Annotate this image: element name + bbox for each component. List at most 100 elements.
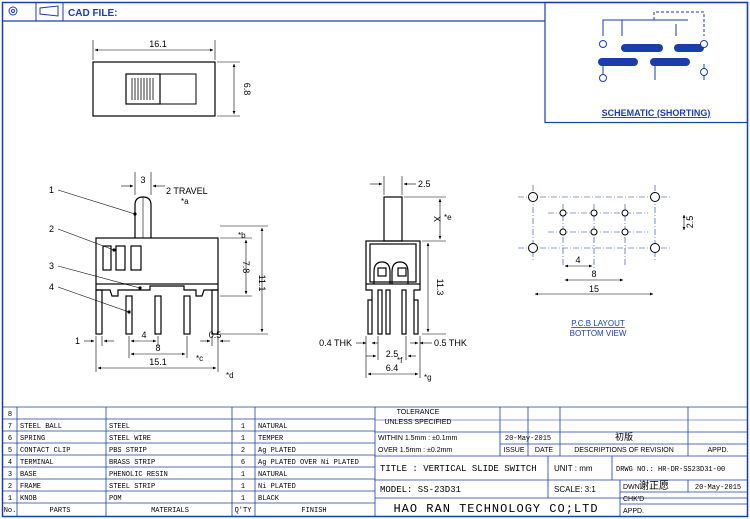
bom-cell-finish: BLACK	[258, 495, 280, 503]
front-view: 16.1 6.8	[92, 39, 252, 117]
travel-dim: 2 TRAVEL	[166, 186, 208, 196]
bom-cell-finish: NATURAL	[258, 423, 287, 431]
dim-0-5-thk: 0.5 THK	[434, 338, 467, 348]
knob-thk-dim: 2.5	[418, 179, 431, 189]
bom-cell-part: STEEL BALL	[20, 423, 62, 431]
header-strip: CAD FILE:	[2, 2, 545, 22]
bom-cell-material: BRASS STRIP	[109, 459, 155, 467]
height-7-8-dim: 7.8	[241, 261, 251, 274]
dim-11-3: 11.3	[435, 279, 445, 296]
dim-0-4-thk: 0.4 THK	[319, 338, 352, 348]
schematic-contacts	[598, 44, 704, 66]
bom-cell-part: SPRING	[20, 435, 45, 443]
pcb-dim-2-5: 2.5	[685, 216, 695, 229]
scale: SCALE: 3:1	[554, 485, 596, 494]
dim-1: 1	[75, 336, 80, 346]
projection-symbol	[8, 5, 59, 17]
dim-15-1: 15.1	[149, 357, 167, 367]
bom-cell-part: KNOB	[20, 495, 37, 503]
bom-cell-qty: 1	[241, 483, 245, 491]
side-view-left: 3 2 TRAVEL *a 1 2 3 4 *b 7.8 11.1	[49, 172, 268, 380]
bom-cell-material: STEEL	[109, 423, 130, 431]
dim-6-4: 6.4	[386, 363, 399, 373]
pcb-dim-15: 15	[589, 284, 599, 294]
pcb-title: P.C.B LAYOUT	[571, 319, 625, 328]
pcb-dim-4: 4	[575, 255, 580, 265]
mark-x: X	[432, 216, 442, 222]
bom-cell-part: PARTS	[49, 507, 70, 515]
bom-cell-material: PBS STRIP	[109, 447, 147, 455]
model: MODEL: SS-23D31	[380, 485, 461, 495]
height-11-1-dim: 11.1	[257, 275, 267, 292]
bom-cell-qty: 6	[241, 459, 245, 467]
dim-8: 8	[155, 343, 160, 353]
bom-cell-part: TERMINAL	[20, 459, 54, 467]
bom-cell-finish: Ni PLATED	[258, 483, 296, 491]
schematic-panel: SCHEMATIC (SHORTING)	[544, 1, 749, 124]
bom-cell-material: STEEL WIRE	[109, 435, 151, 443]
knob-width-dim: 3	[140, 175, 145, 185]
bom-cell-no: 5	[8, 447, 12, 455]
table-row: 6 SPRING STEEL WIRE 1 TEMPER	[8, 435, 284, 443]
bom-cell-qty: Q'TY	[235, 507, 253, 515]
mark-e: *e	[444, 213, 452, 222]
company-name: HAO RAN TECHNOLOGY CO;LTD	[393, 502, 598, 516]
table-row: 2 FRAME STEEL STRIP 1 Ni PLATED	[8, 483, 296, 491]
bom-cell-no: 6	[8, 435, 12, 443]
bom-cell-qty: 1	[241, 495, 245, 503]
bom-cell-no: 2	[8, 483, 12, 491]
bom-cell-material: MATERIALS	[151, 507, 189, 515]
revision-description: 初版	[615, 431, 633, 442]
bom-cell-no: 8	[8, 411, 12, 419]
dim-4: 4	[141, 330, 146, 340]
mark-g: *g	[424, 373, 432, 382]
front-width-dim: 16.1	[149, 39, 167, 49]
bom-cell-no: 1	[8, 495, 12, 503]
appd-label-top: APPD.	[707, 447, 728, 454]
mark-b: *b	[238, 231, 246, 240]
pcb-subtitle: BOTTOM VIEW	[570, 329, 627, 338]
revision-date: 20-May-2015	[505, 435, 551, 443]
mark-a: *a	[181, 197, 189, 206]
tolerance-over: OVER 1.5mm : ±0.2mm	[378, 447, 452, 454]
dim-2-5-bot: 2.5	[386, 349, 399, 359]
approved-label: APPD.	[623, 508, 644, 515]
bom-cell-qty: 1	[241, 423, 245, 431]
bom-cell-finish: TEMPER	[258, 435, 284, 443]
tolerance-title: TOLERANCE	[397, 409, 440, 416]
side-view-right: 2.5 X *e 11.3 0.4 THK 0.5 THK 2.5 *f 6.4…	[319, 176, 467, 382]
schematic-terminals	[599, 40, 708, 82]
table-row: 1 KNOB POM 1 BLACK	[8, 495, 280, 503]
checked-label: CHK'D	[623, 496, 644, 503]
bom-cell-qty: 1	[241, 435, 245, 443]
bom-cell-part: FRAME	[20, 483, 41, 491]
bom-cell-material: STEEL STRIP	[109, 483, 155, 491]
mark-c: *c	[196, 354, 203, 363]
issue-label: ISSUE	[503, 447, 524, 454]
front-height-dim: 6.8	[242, 83, 252, 96]
bom-cell-no: 3	[8, 471, 12, 479]
unit: UNIT : mm	[554, 464, 593, 473]
mark-f: *f	[397, 356, 403, 365]
drawn-date: 20-May-2015	[695, 484, 741, 492]
drawn-by: 谢正愿	[639, 479, 669, 492]
drawing-number: DRWG NO.: HR-DR-SS23D31-00	[616, 466, 725, 474]
callout-1: 1	[49, 185, 54, 195]
cad-file-label: CAD FILE:	[68, 8, 117, 19]
callout-4: 4	[49, 282, 54, 292]
pcb-layout: 2.5 4 8 15 P.C.B LAYOUT BOTTOM VIEW	[518, 185, 695, 338]
pcb-dim-8: 8	[591, 269, 596, 279]
bom-cell-qty: 1	[241, 471, 245, 479]
title-block: TOLERANCE UNLESS SPECIFIED WITHIN 1.5mm …	[375, 406, 747, 516]
bom-cell-finish: Ag PLATED OVER Ni PLATED	[258, 459, 359, 467]
dwn-label: DWN.	[623, 484, 642, 491]
bom-cell-material: POM	[109, 495, 122, 503]
mark-d: *d	[226, 371, 234, 380]
